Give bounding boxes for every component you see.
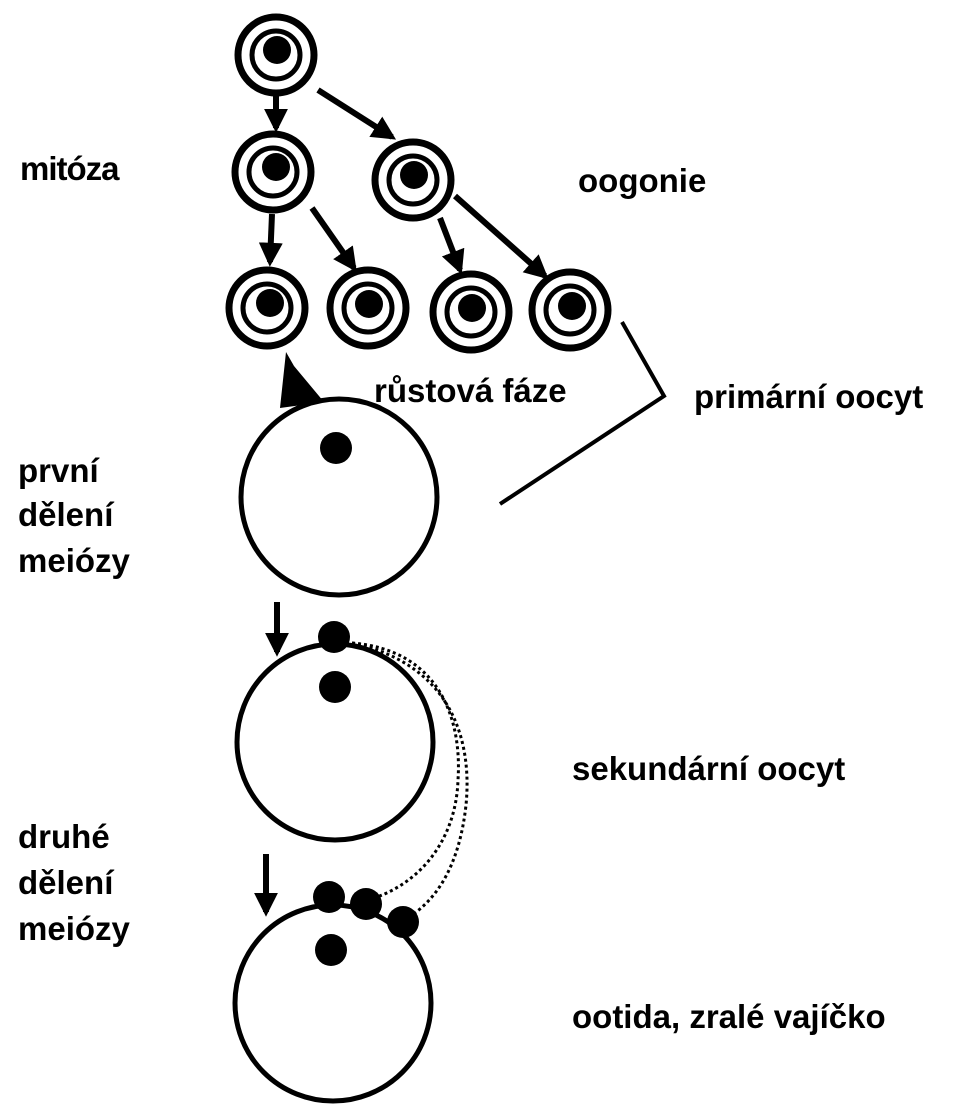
- secondary-oocyte-cell: [234, 641, 436, 843]
- polar-body-lineage: [351, 641, 460, 902]
- label-sekundarni-oocyt: sekundární oocyt: [572, 750, 846, 787]
- growth-arrow-icon: [280, 352, 324, 408]
- arrow: [316, 87, 397, 140]
- label-druhe-deleni-line3: meiózy: [18, 910, 130, 947]
- ootid-cell: [232, 902, 434, 1104]
- polar-body: [318, 621, 350, 653]
- arrow: [258, 213, 283, 267]
- oogonium-cell: [225, 266, 309, 350]
- label-rustova-faze: růstová fáze: [374, 372, 567, 409]
- oogonium-cell: [231, 130, 315, 214]
- oogonium-cell: [371, 138, 455, 222]
- label-druhe-deleni-line2: dělení: [18, 864, 114, 901]
- label-prvni-deleni-line2: dělení: [18, 496, 114, 533]
- polar-body-lineage: [351, 641, 469, 922]
- primary-oocyte-cell: [238, 396, 440, 598]
- label-druhe-deleni-line1: druhé: [18, 818, 110, 855]
- arrow: [437, 216, 465, 275]
- oogonium-cell: [326, 266, 410, 350]
- label-primarni-oocyt: primární oocyt: [694, 378, 924, 415]
- oogonium-cell: [429, 270, 513, 354]
- label-mitoza: mitóza: [20, 150, 120, 187]
- label-prvni-deleni-line1: první: [18, 452, 99, 489]
- label-prvni-deleni-line3: meiózy: [18, 542, 130, 579]
- oogonium-cell: [234, 13, 318, 97]
- primary-oocyte-bracket: [498, 321, 667, 506]
- label-oogonie: oogonie: [578, 162, 707, 199]
- arrow: [453, 193, 549, 280]
- arrow: [309, 206, 357, 272]
- label-ootida: ootida, zralé vajíčko: [572, 998, 886, 1035]
- oogonium-cell: [528, 268, 612, 352]
